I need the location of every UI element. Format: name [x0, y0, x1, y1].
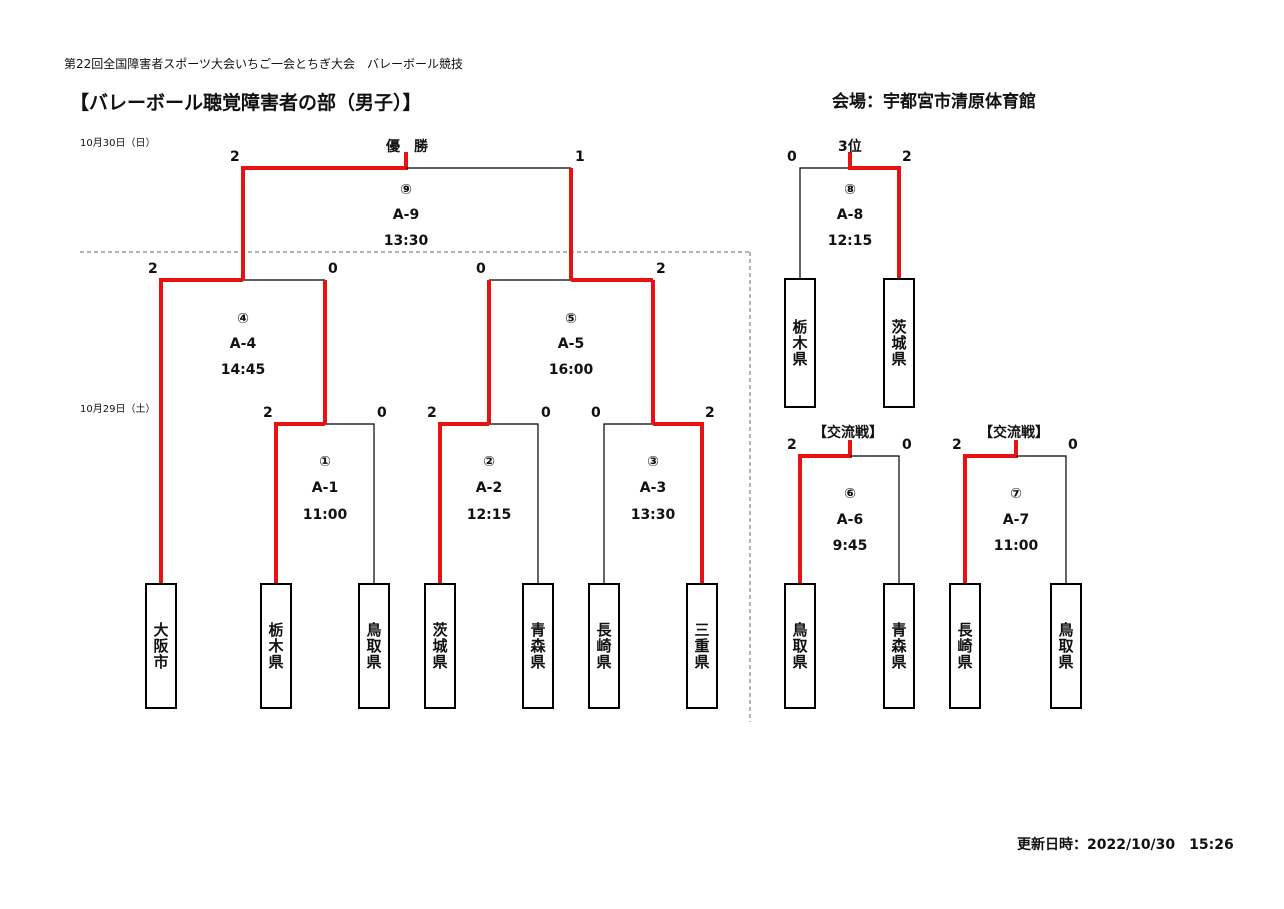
match-3-time: 13:30 — [630, 507, 676, 523]
match-3-num: ③ — [647, 454, 659, 470]
team-box-tochigi: 栃木県 — [260, 583, 292, 709]
match-5-time: 16:00 — [548, 362, 594, 378]
match-2-time: 12:15 — [466, 507, 512, 523]
team-box-tottori: 鳥取県 — [358, 583, 390, 709]
match-6-num: ⑥ — [844, 486, 856, 502]
team-name: 長崎県 — [955, 622, 974, 670]
match-4-time: 14:45 — [220, 362, 266, 378]
exchange-label-m7: 【交流戦】 — [979, 425, 1049, 441]
match-5-num: ⑤ — [565, 311, 577, 327]
m6-win-line — [798, 440, 852, 583]
match-7-num: ⑦ — [1010, 486, 1022, 502]
score-m6-right: 0 — [902, 437, 912, 453]
event-header: 第22回全国障害者スポーツ大会いちご一会とちぎ大会 バレーボール競技 — [64, 57, 464, 71]
score-m6-left: 2 — [787, 437, 797, 453]
match-4-num: ④ — [237, 311, 249, 327]
updated-timestamp: 更新日時：2022/10/30 15:26 — [1017, 837, 1234, 853]
score-m2-left: 2 — [427, 405, 437, 421]
match-4-code: A-4 — [229, 336, 257, 352]
match-6-code: A-6 — [836, 512, 864, 528]
score-m3-right: 2 — [705, 405, 715, 421]
venue-label: 会場：宇都宮市清原体育館 — [832, 92, 1036, 112]
team-name: 鳥取県 — [1056, 622, 1075, 670]
score-m8-right: 2 — [902, 149, 912, 165]
team-box-nagasaki: 長崎県 — [588, 583, 620, 709]
team-name: 茨城県 — [430, 622, 449, 670]
team-box-mie: 三重県 — [686, 583, 718, 709]
m4-win-line — [159, 278, 243, 583]
match-5-code: A-5 — [557, 336, 585, 352]
match-2-num: ② — [483, 454, 495, 470]
score-m7-right: 0 — [1068, 437, 1078, 453]
score-m2-right: 0 — [541, 405, 551, 421]
page-title: 【バレーボール聴覚障害者の部（男子）】 — [70, 92, 422, 114]
match-9-code: A-9 — [392, 207, 420, 223]
match-3-code: A-3 — [639, 480, 667, 496]
m1-lose-line — [325, 423, 375, 583]
team-name: 長崎県 — [594, 622, 613, 670]
team-name: 大阪市 — [151, 622, 170, 670]
m2-lose-line — [489, 423, 539, 583]
team-box-osaka: 大阪市 — [145, 583, 177, 709]
team-name: 茨城県 — [889, 319, 908, 367]
m3-lose-line — [603, 423, 653, 583]
match-7-time: 11:00 — [993, 538, 1039, 554]
m8-win-line — [848, 152, 901, 278]
team-name: 鳥取県 — [790, 622, 809, 670]
m7-win-line — [963, 440, 1018, 583]
score-m5-right: 2 — [656, 261, 666, 277]
match-1-code: A-1 — [311, 480, 339, 496]
m3-win-line — [653, 422, 704, 583]
score-m8-left: 0 — [787, 149, 797, 165]
exchange-label-m6: 【交流戦】 — [813, 425, 883, 441]
match-8-code: A-8 — [836, 207, 864, 223]
m7-lose-line — [1016, 455, 1067, 583]
team-box-tottori-ex: 鳥取県 — [784, 583, 816, 709]
champion-label: 優 勝 — [386, 139, 428, 155]
third-place-label: 3位 — [838, 139, 862, 155]
m9-win-line — [241, 152, 408, 280]
score-m9-right: 1 — [575, 149, 585, 165]
team-box-aomori-ex: 青森県 — [883, 583, 915, 709]
team-name: 青森県 — [889, 622, 908, 670]
score-m9-left: 2 — [230, 149, 240, 165]
team-name: 栃木県 — [266, 622, 285, 670]
match-1-time: 11:00 — [302, 507, 348, 523]
match-8-num: ⑧ — [844, 182, 856, 198]
match-6-time: 9:45 — [832, 538, 868, 554]
team-box-aomori: 青森県 — [522, 583, 554, 709]
score-m4-left: 2 — [148, 261, 158, 277]
score-m7-left: 2 — [952, 437, 962, 453]
team-box-ibaraki-3rd: 茨城県 — [883, 278, 915, 408]
match-2-code: A-2 — [475, 480, 503, 496]
score-m1-right: 0 — [377, 405, 387, 421]
team-name: 栃木県 — [790, 319, 809, 367]
m8-lose-line — [799, 167, 850, 278]
team-box-tochigi-3rd: 栃木県 — [784, 278, 816, 408]
m6-lose-line — [850, 455, 900, 583]
team-name: 三重県 — [692, 622, 711, 670]
team-box-ibaraki: 茨城県 — [424, 583, 456, 709]
team-box-tottori-ex2: 鳥取県 — [1050, 583, 1082, 709]
score-m4-right: 0 — [328, 261, 338, 277]
score-m1-left: 2 — [263, 405, 273, 421]
match-1-num: ① — [319, 454, 331, 470]
match-7-code: A-7 — [1002, 512, 1030, 528]
date-day1: 10月29日（土） — [80, 404, 156, 415]
team-name: 青森県 — [528, 622, 547, 670]
date-day2: 10月30日（日） — [80, 138, 156, 149]
m2-win-line — [438, 422, 489, 583]
match-9-num: ⑨ — [400, 182, 412, 198]
match-9-time: 13:30 — [383, 233, 429, 249]
m1-win-line — [274, 422, 325, 583]
team-name: 鳥取県 — [364, 622, 383, 670]
score-m5-left: 0 — [476, 261, 486, 277]
score-m3-left: 0 — [591, 405, 601, 421]
match-8-time: 12:15 — [827, 233, 873, 249]
team-box-nagasaki-ex: 長崎県 — [949, 583, 981, 709]
